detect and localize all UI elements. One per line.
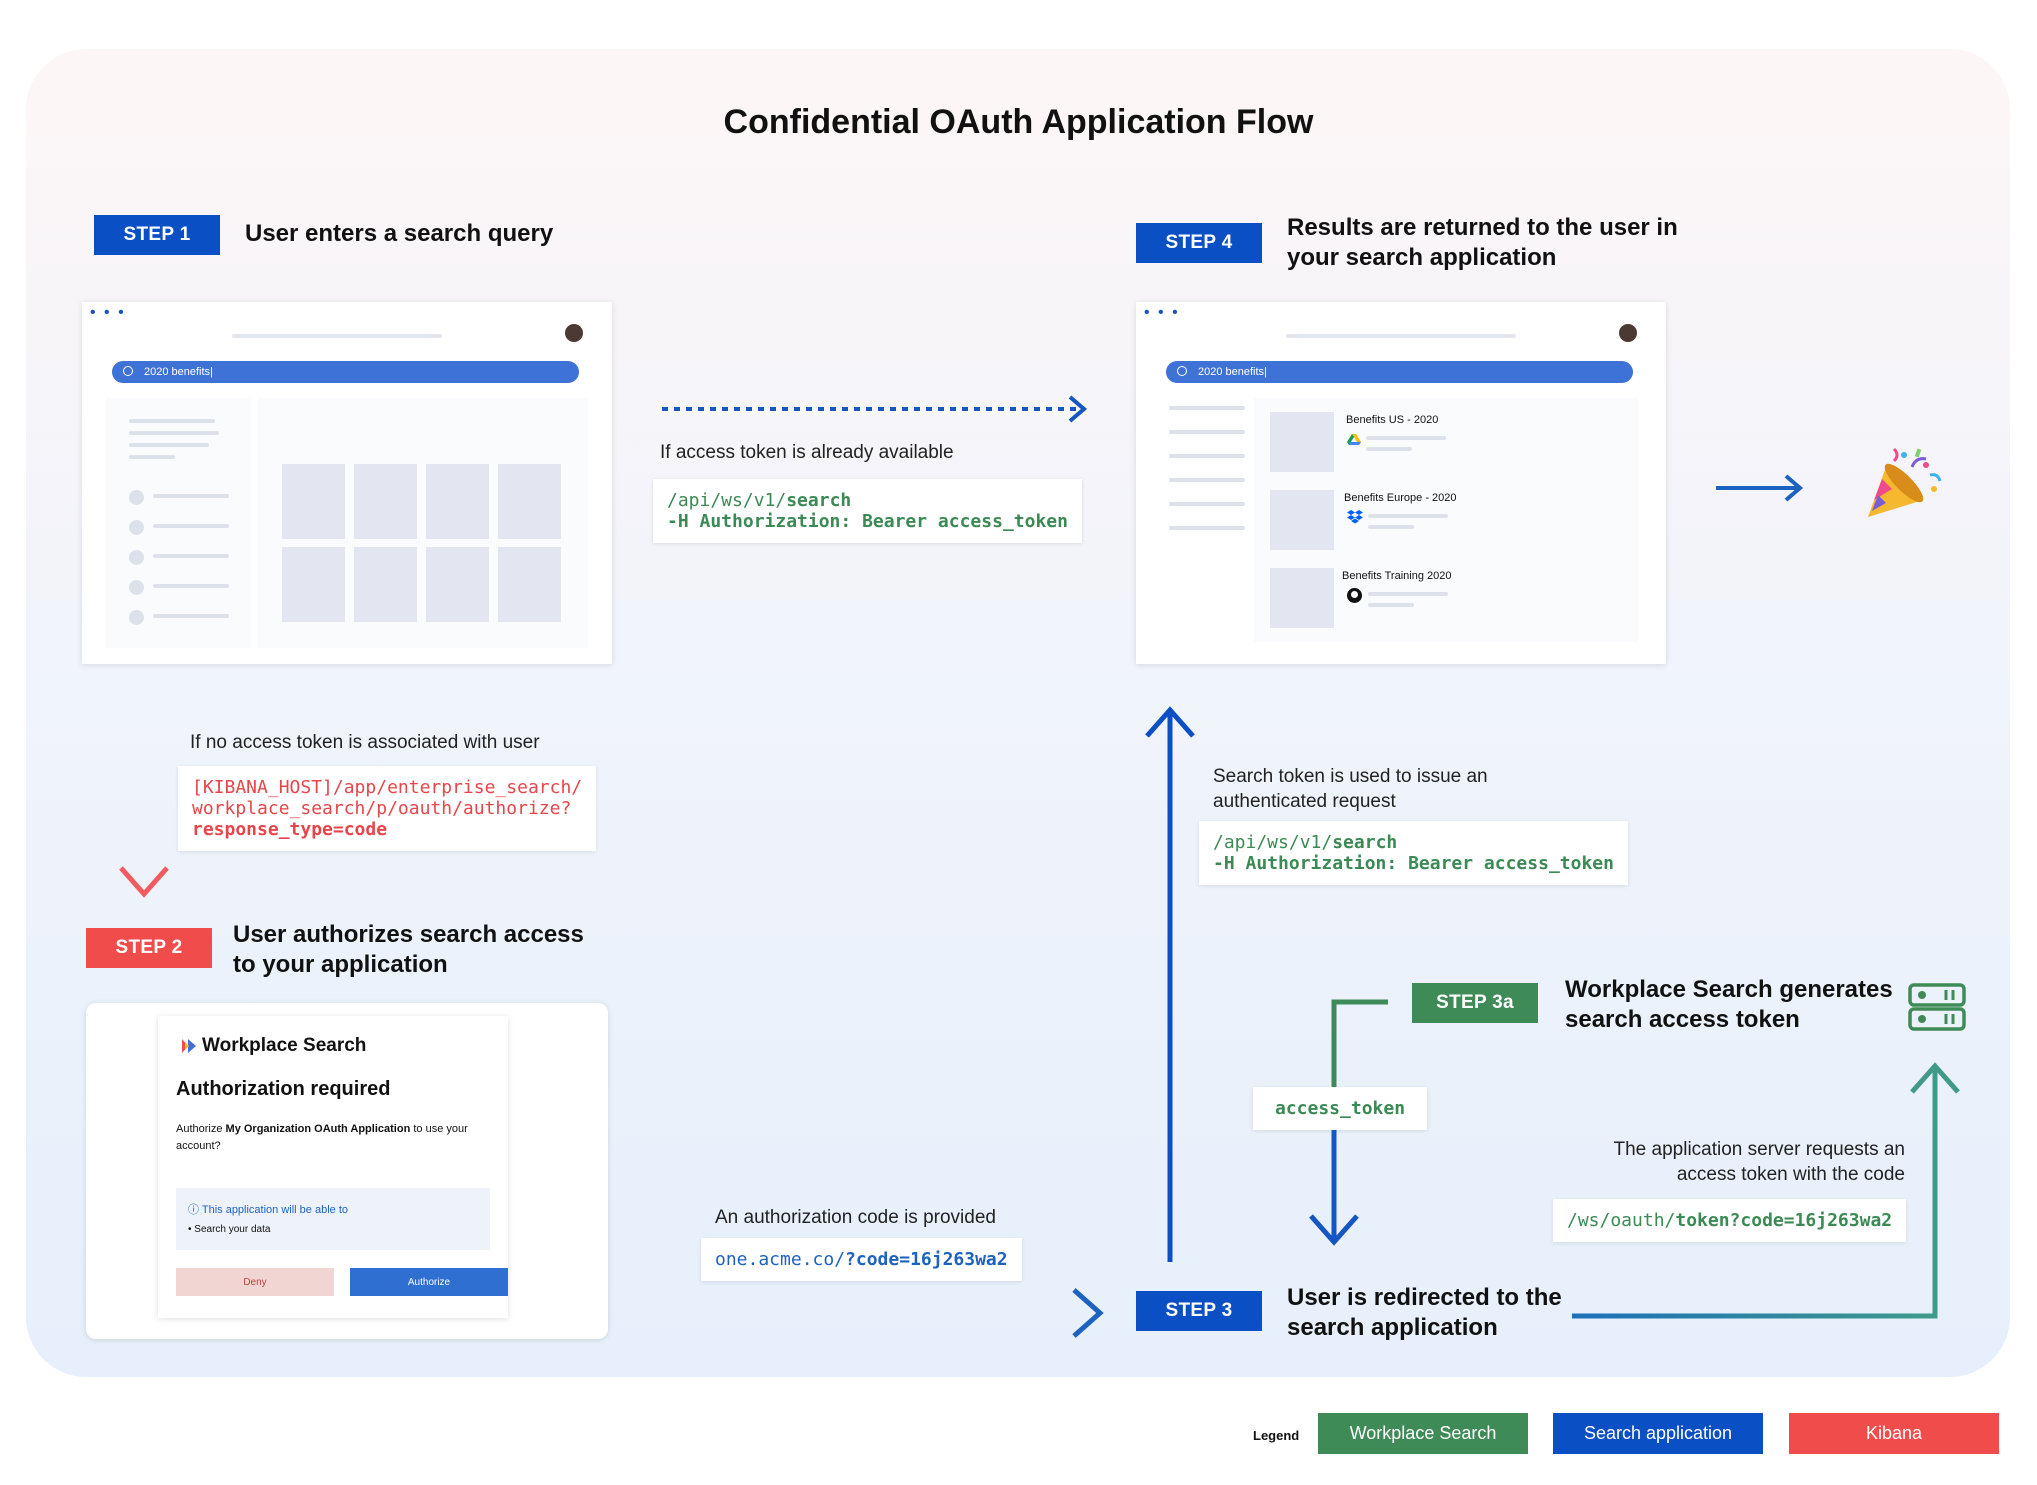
diagram-title: Confidential OAuth Application Flow [723,103,1314,141]
step3a-heading: Workplace Search generates search access… [1565,976,1893,1033]
auth-code-url: one.acme.co/?code=16j263wa2 [701,1238,1022,1281]
search-query-text: 2020 benefits| [1198,366,1267,378]
avatar [565,324,583,342]
step1-search-mockup: • • • 2020 benefits| [82,302,612,664]
search-icon [123,366,133,376]
authorize-url-code: [KIBANA_HOST]/app/enterprise_search/ wor… [178,766,597,851]
no-token-note: If no access token is associated with us… [190,732,540,753]
step1-badge: STEP 1 [94,215,220,255]
avatar [1619,324,1637,342]
window-dots: • • • [1144,304,1180,321]
dialog-title: Authorization required [176,1078,391,1100]
access-token-label: access_token [1253,1087,1428,1130]
token-request-arrow [1572,1062,1960,1319]
dropbox-icon [1347,510,1363,524]
token-available-note: If access token is already available [660,442,954,463]
result-item[interactable]: Benefits Europe - 2020 [1344,492,1457,504]
no-token-arrow [119,688,169,898]
token-available-arrow [662,395,1088,423]
search-request-arrow [1145,706,1195,1262]
authorization-dialog: Workplace Search Authorization required … [158,1016,508,1318]
step3a-badge: STEP 3a [1412,983,1538,1023]
access-token-arrow [1309,999,1388,1246]
permissions-box: ⓘ This application will be able to • Sea… [176,1188,490,1250]
dialog-text: Authorize My Organization OAuth Applicat… [176,1123,468,1152]
step2-heading: User authorizes search access to your ap… [233,921,584,978]
step3-badge: STEP 3 [1136,1291,1262,1331]
party-popper-icon [1864,445,1944,525]
permissions-title: ⓘ This application will be able to [188,1204,348,1216]
step2-auth-mockup: Workplace Search Authorization required … [86,1003,608,1339]
search-icon [1177,366,1187,376]
legend-search-application: Search application [1553,1413,1763,1454]
search-input[interactable]: 2020 benefits| [1166,361,1633,383]
search-token-code: /api/ws/v1/search -H Authorization: Bear… [1199,821,1628,885]
server-icon [1908,983,1966,1031]
result-item[interactable]: Benefits Training 2020 [1342,570,1452,582]
google-drive-icon [1347,433,1361,445]
step4-results-mockup: • • • 2020 benefits| Benefits US - 2020 … [1136,302,1666,664]
token-available-code: /api/ws/v1/search -H Authorization: Bear… [653,479,1082,543]
workplace-search-logo-icon [182,1039,196,1053]
search-query-text: 2020 benefits| [144,366,213,378]
step4-badge: STEP 4 [1136,223,1262,263]
permission-item: • Search your data [188,1224,271,1235]
step2-badge: STEP 2 [86,928,212,968]
deny-button[interactable]: Deny [176,1268,334,1296]
legend-kibana: Kibana [1789,1413,1999,1454]
authorize-button[interactable]: Authorize [350,1268,508,1296]
results-arrow [1716,474,1804,502]
step4-heading: Results are returned to the user in your… [1287,214,1678,271]
dialog-brand: Workplace Search [202,1035,367,1056]
legend-label: Legend [1253,1428,1300,1443]
step3-heading: User is redirected to the search applica… [1287,1284,1562,1341]
step1-heading: User enters a search query [245,220,554,247]
auth-code-arrow [662,1288,1104,1338]
result-item[interactable]: Benefits US - 2020 [1346,414,1439,426]
legend-workplace-search: Workplace Search [1318,1413,1528,1454]
token-request-code: /ws/oauth/token?code=16j263wa2 [1553,1199,1907,1242]
search-input[interactable]: 2020 benefits| [112,361,579,383]
github-icon [1347,588,1362,603]
window-dots: • • • [90,304,126,321]
app-server-note: The application server requests an acces… [1613,1139,1906,1185]
auth-code-note: An authorization code is provided [715,1207,996,1228]
search-token-note: Search token is used to issue an authent… [1213,766,1488,812]
